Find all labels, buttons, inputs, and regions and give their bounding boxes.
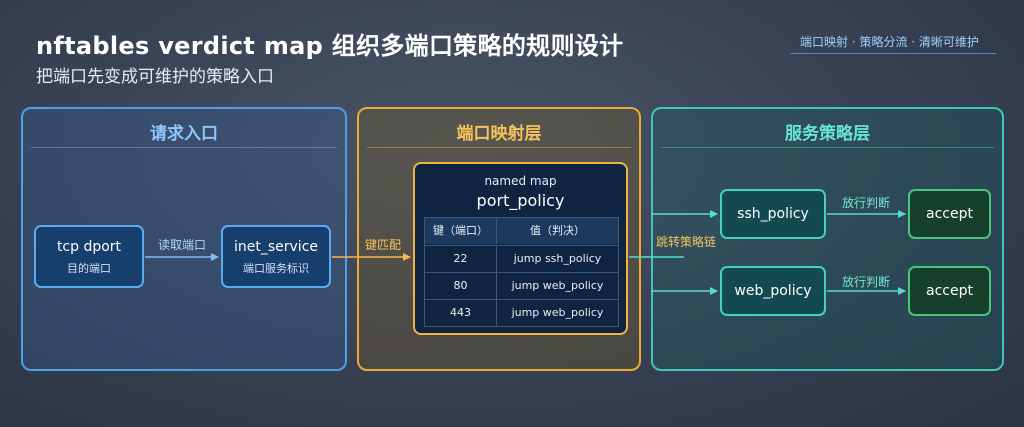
inet-service-title: inet_service — [233, 238, 318, 255]
map-kind-label: named map — [484, 174, 557, 188]
accept-web-title: accept — [926, 283, 973, 299]
service-policy-panel-divider — [661, 147, 994, 148]
edge-label-jump-chain: 跳转策略链 — [656, 235, 717, 249]
port-policy-map-card: named map port_policy 键（端口） 值（判决） 22 jum… — [413, 162, 628, 335]
map-table: 键（端口） 值（判决） 22 jump ssh_policy 80 jump w… — [424, 217, 619, 327]
edge-label-allow-ssh: 放行判断 — [842, 196, 891, 210]
request-entry-panel-title: 请求入口 — [150, 124, 218, 144]
map-header-key: 键（端口） — [425, 218, 497, 244]
tcp-dport-title: tcp dport — [56, 238, 122, 255]
port-mapping-panel-title: 端口映射层 — [456, 124, 542, 144]
page-subtitle: 把端口先变成可维护的策略入口 — [36, 67, 274, 87]
inet-service-subtitle: 端口服务标识 — [243, 261, 309, 275]
map-table-row: 443 jump web_policy — [425, 299, 618, 326]
accept-node-ssh: accept — [908, 189, 991, 239]
map-table-row: 80 jump web_policy — [425, 272, 618, 299]
tcp-dport-subtitle: 目的端口 — [67, 261, 111, 275]
map-row-verdict: jump ssh_policy — [513, 252, 602, 265]
tagline: 端口映射 · 策略分流 · 清晰可维护 — [800, 35, 979, 49]
map-header-value: 值（判决） — [530, 224, 585, 237]
map-row-key: 80 — [425, 273, 497, 299]
tagline-underline — [790, 53, 996, 54]
map-name: port_policy — [476, 191, 565, 210]
accept-ssh-title: accept — [926, 206, 973, 222]
map-row-key: 443 — [425, 300, 497, 326]
web-policy-title: web_policy — [734, 283, 812, 299]
ssh-policy-title: ssh_policy — [737, 206, 809, 222]
page-title: nftables verdict map 组织多端口策略的规则设计 — [36, 32, 624, 60]
map-row-verdict: jump web_policy — [511, 306, 604, 319]
map-table-header: 键（端口） 值（判决） — [425, 218, 618, 244]
map-row-verdict: jump web_policy — [511, 279, 604, 292]
tcp-dport-node: tcp dport 目的端口 — [34, 225, 144, 288]
service-policy-panel: 服务策略层 — [651, 107, 1004, 371]
edge-label-allow-web: 放行判断 — [842, 275, 891, 289]
inet-service-node: inet_service 端口服务标识 — [221, 225, 331, 288]
map-row-key: 22 — [425, 246, 497, 272]
accept-node-web: accept — [908, 266, 991, 316]
request-entry-panel-divider — [31, 147, 337, 148]
map-table-row: 22 jump ssh_policy — [425, 245, 618, 272]
edge-label-read-port: 读取端口 — [158, 238, 207, 252]
edge-label-key-match: 键匹配 — [365, 238, 402, 252]
ssh-policy-node: ssh_policy — [720, 189, 826, 239]
service-policy-panel-title: 服务策略层 — [785, 124, 870, 144]
port-mapping-panel-divider — [367, 147, 631, 148]
web-policy-node: web_policy — [720, 266, 826, 316]
